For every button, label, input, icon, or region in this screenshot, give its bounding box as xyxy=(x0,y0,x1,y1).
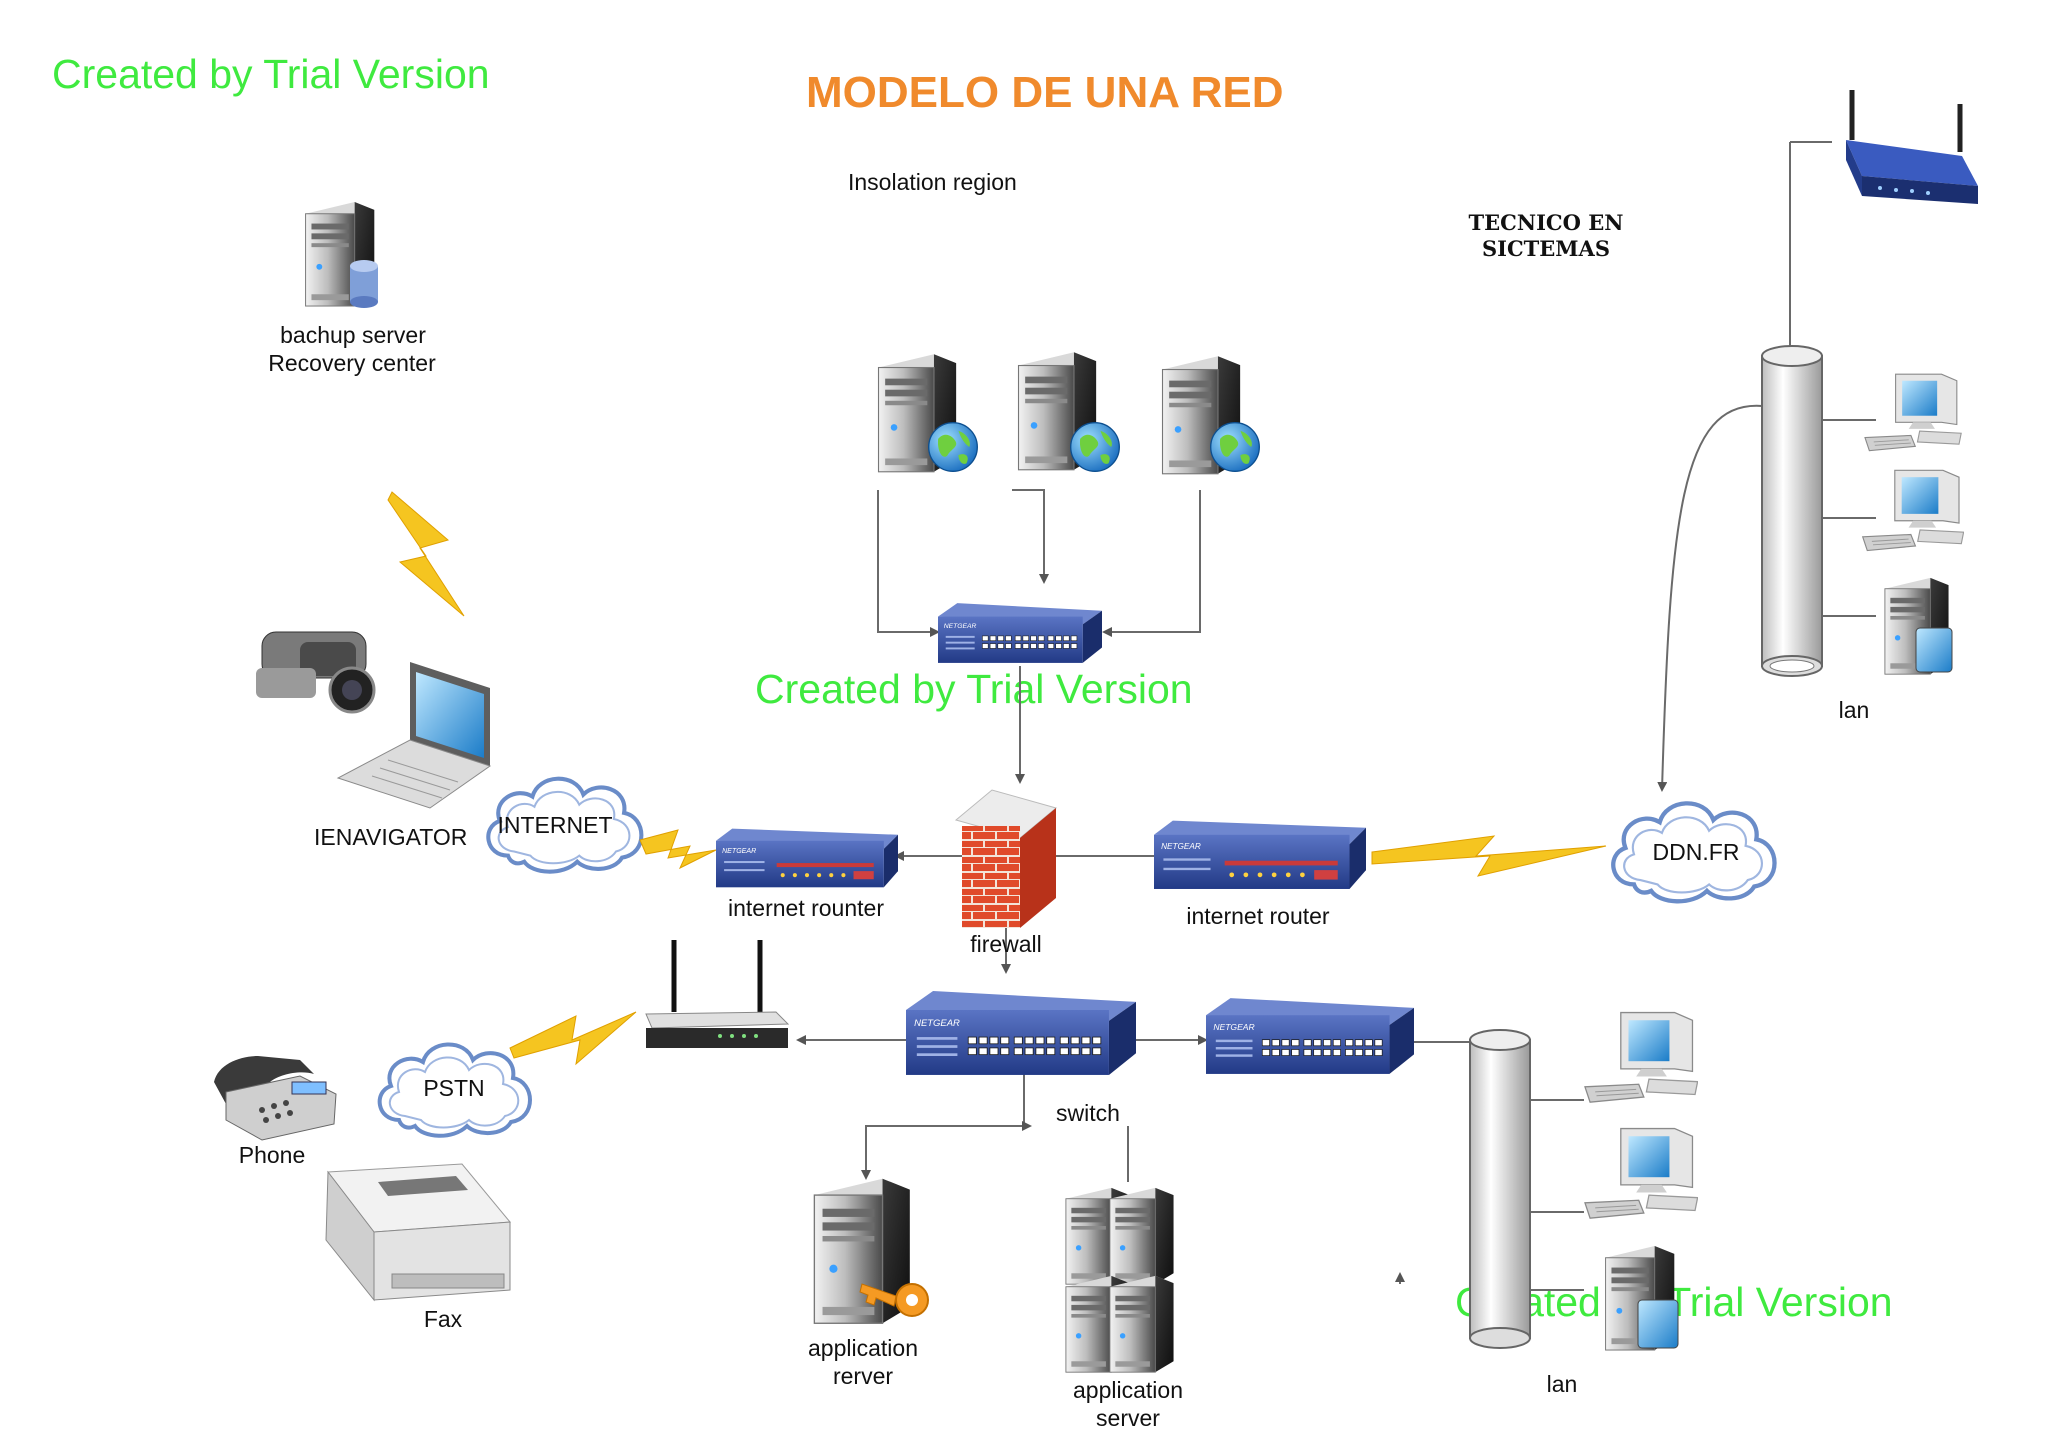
server-tower-icon xyxy=(1109,1187,1175,1285)
web-server-2 xyxy=(1017,351,1120,472)
lightning-bolt-icon xyxy=(387,491,465,617)
internet-router-label: internet router xyxy=(1186,903,1330,929)
desktop-computer-icon xyxy=(1862,469,1964,552)
fax-label: Fax xyxy=(424,1306,463,1332)
backup-server: bachup server Recovery center xyxy=(268,201,436,376)
network-switch-icon-right xyxy=(1206,997,1414,1075)
internet-rounter-label: internet rounter xyxy=(728,895,884,921)
brick-firewall-icon xyxy=(954,789,1058,928)
globe-icon xyxy=(1070,422,1120,472)
watermark-center: Created by Trial Version xyxy=(755,666,1193,712)
internet-cloud-label: INTERNET xyxy=(498,812,613,838)
insolation-region-label: Insolation region xyxy=(848,169,1017,195)
printer-fax-icon xyxy=(325,1163,512,1302)
globe-icon xyxy=(928,422,978,472)
phone-label: Phone xyxy=(239,1142,306,1168)
lan-backbone-cylinder-icon-bottom xyxy=(1469,1029,1531,1349)
app-server-label-2: server xyxy=(1096,1405,1160,1431)
page-title: MODELO DE UNA RED xyxy=(806,68,1284,117)
application-rerver: application rerver xyxy=(808,1177,929,1389)
connectors xyxy=(796,141,1876,1291)
pstn-cloud-label: PSTN xyxy=(423,1075,484,1101)
desktop-computer-icon xyxy=(1864,373,1962,452)
backup-server-label-1: bachup server xyxy=(280,322,426,348)
desktop-computer-icon xyxy=(1584,1127,1698,1219)
firewall-label: firewall xyxy=(970,931,1042,957)
globe-icon xyxy=(1210,422,1260,472)
tecnico-line-1: TECNICO EN xyxy=(1469,210,1624,235)
router-icon-right xyxy=(1154,820,1366,889)
app-rerver-label-1: application xyxy=(808,1335,918,1361)
lan-bottom-label: lan xyxy=(1547,1371,1578,1397)
server-tower-icon xyxy=(1109,1275,1175,1373)
lan-backbone-cylinder-icon-top xyxy=(1761,345,1823,677)
lightning-bolt-icon xyxy=(1371,835,1607,877)
wireless-router-icon-bottom xyxy=(645,940,790,1048)
web-server-1 xyxy=(877,353,978,473)
key-icon xyxy=(859,1283,929,1317)
network-switch-icon-main xyxy=(906,990,1136,1076)
database-cylinder-icon xyxy=(350,260,378,308)
switch-label: switch xyxy=(1056,1100,1120,1126)
backup-server-label-2: Recovery center xyxy=(268,350,436,376)
wireless-router-icon-top xyxy=(1846,90,1978,204)
lightning-bolt-icon xyxy=(639,829,717,870)
camcorder-icon xyxy=(256,631,376,714)
web-server-3 xyxy=(1161,355,1260,475)
watermark-top-left: Created by Trial Version xyxy=(52,51,490,97)
app-server-label-1: application xyxy=(1073,1377,1183,1403)
ienavigator-label: IENAVIGATOR xyxy=(314,824,467,850)
tower-computer-icon xyxy=(1605,1245,1679,1351)
application-server: application server xyxy=(1065,1187,1183,1431)
lan-top-label: lan xyxy=(1839,697,1870,723)
network-switch-icon-top xyxy=(938,602,1102,664)
telephone-icon xyxy=(214,1056,337,1141)
tower-computer-icon xyxy=(1884,577,1953,675)
app-rerver-label-2: rerver xyxy=(833,1363,893,1389)
desktop-computer-icon xyxy=(1584,1011,1698,1103)
ddn-cloud-label: DDN.FR xyxy=(1653,839,1740,865)
tecnico-line-2: SICTEMAS xyxy=(1482,236,1610,261)
lightning-bolt-icon xyxy=(509,1011,637,1066)
router-icon-left xyxy=(716,828,898,888)
laptop-icon xyxy=(336,662,492,809)
